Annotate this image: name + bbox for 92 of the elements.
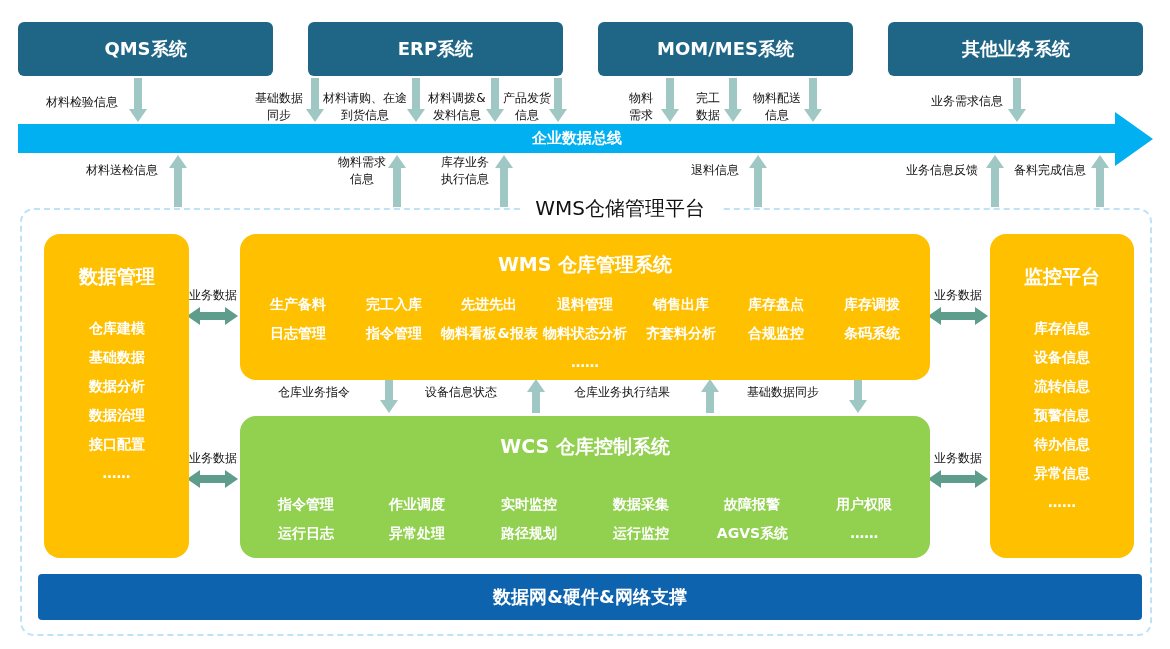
module-panel <box>990 234 1134 558</box>
arrow <box>1008 78 1026 122</box>
panel-title: WMS 仓库管理系统 <box>496 252 674 277</box>
function-label: 运行日志 <box>276 525 335 543</box>
edge-label: 设备信息状态 <box>424 384 498 401</box>
arrow <box>804 78 822 122</box>
edge-label: 业务数据 <box>933 287 983 304</box>
function-label: 设备信息 <box>1032 349 1091 367</box>
function-label: 异常处理 <box>388 525 447 543</box>
function-label: 物料看板&报表 <box>441 325 538 343</box>
function-label: 指令管理 <box>276 496 335 514</box>
module-panel <box>44 234 189 558</box>
arrow <box>661 78 679 122</box>
function-label: 生产备料 <box>268 296 327 314</box>
system-box: 其他业务系统 <box>888 22 1143 76</box>
edge-label: 业务需求信息 <box>930 93 1004 110</box>
arrow <box>306 78 324 122</box>
edge-label: 库存业务执行信息 <box>440 154 490 188</box>
edge-label: 退料信息 <box>690 162 740 179</box>
function-label: 库存盘点 <box>747 296 806 314</box>
arrow <box>380 379 398 413</box>
edge-label: 业务信息反馈 <box>905 162 979 179</box>
function-label: 条码系统 <box>843 325 902 343</box>
function-label: 实时监控 <box>500 496 559 514</box>
panel-title: 数据管理 <box>77 264 156 289</box>
function-label: 用户权限 <box>835 496 894 514</box>
function-label: 物料状态分析 <box>541 325 628 343</box>
function-label: 数据分析 <box>87 378 146 396</box>
bus-label: 企业数据总线 <box>531 128 623 149</box>
function-label: 运行监控 <box>611 525 670 543</box>
function-label: 路径规划 <box>500 525 559 543</box>
system-box: MOM/MES系统 <box>598 22 853 76</box>
edge-label: 物料配送信息 <box>752 90 802 124</box>
function-label: 指令管理 <box>364 325 423 343</box>
edge-label: 仓库业务执行结果 <box>573 384 671 401</box>
function-label: 基础数据 <box>87 349 146 367</box>
edge-label: 基础数据同步 <box>254 90 304 124</box>
function-label: 完工入库 <box>364 296 423 314</box>
function-label: 日志管理 <box>268 325 327 343</box>
edge-label: 仓库业务指令 <box>277 384 351 401</box>
edge-label: 备料完成信息 <box>1013 162 1087 179</box>
function-label: 待办信息 <box>1033 436 1091 454</box>
function-label: 库存信息 <box>1033 320 1091 338</box>
edge-label: 基础数据同步 <box>746 384 820 401</box>
arrow <box>724 78 742 122</box>
edge-label: 物料需求 <box>628 90 654 124</box>
edge-label: 完工数据 <box>695 90 721 124</box>
panel-title: 监控平台 <box>1023 264 1101 289</box>
function-label: 合规监控 <box>747 325 806 343</box>
function-label: …… <box>1047 494 1077 510</box>
double-arrow <box>928 470 988 488</box>
double-arrow <box>928 307 988 325</box>
edge-label: 产品发货信息 <box>502 90 552 124</box>
function-label: 异常信息 <box>1033 465 1091 483</box>
arrow <box>486 78 504 122</box>
function-label: 数据采集 <box>611 496 670 514</box>
function-label: 作业调度 <box>387 496 447 514</box>
arrow <box>407 78 425 122</box>
system-box: ERP系统 <box>308 22 563 76</box>
system-box: QMS系统 <box>18 22 273 76</box>
function-label: 流转信息 <box>1033 378 1091 396</box>
edge-label: 业务数据 <box>187 450 238 467</box>
function-label: 仓库建模 <box>87 320 146 338</box>
double-arrow <box>187 307 238 325</box>
edge-label: 材料检验信息 <box>45 94 119 111</box>
edge-label: 材料调拨&发料信息 <box>427 90 487 124</box>
function-label: 数据治理 <box>87 407 146 425</box>
function-label: 接口配置 <box>87 436 146 454</box>
panel-title: WCS 仓库控制系统 <box>499 434 671 459</box>
function-label: 齐套料分析 <box>644 325 717 343</box>
double-arrow <box>187 470 238 488</box>
function-label: 销售出库 <box>651 296 710 314</box>
arrow <box>849 379 867 413</box>
function-label: …… <box>101 465 132 481</box>
edge-label: 业务数据 <box>933 450 983 467</box>
function-label: 预警信息 <box>1032 407 1091 425</box>
function-label: …… <box>849 525 880 541</box>
function-label: AGVS系统 <box>715 525 790 543</box>
system-panel <box>240 234 930 380</box>
edge-label: 材料请购、在途到货信息 <box>322 90 408 124</box>
function-label: 库存调拨 <box>843 296 902 314</box>
edge-label: 材料送检信息 <box>85 162 159 179</box>
edge-label: 物料需求信息 <box>337 154 387 188</box>
system-panel <box>240 416 930 558</box>
arrow <box>129 78 147 122</box>
function-label: 退料管理 <box>556 296 614 314</box>
function-label: …… <box>570 354 600 370</box>
support-bar: 数据网&硬件&网络支撑 <box>38 574 1142 620</box>
function-label: 故障报警 <box>723 496 782 514</box>
function-label: 先进先出 <box>460 296 519 314</box>
edge-label: 业务数据 <box>187 287 238 304</box>
arrow <box>549 78 567 122</box>
